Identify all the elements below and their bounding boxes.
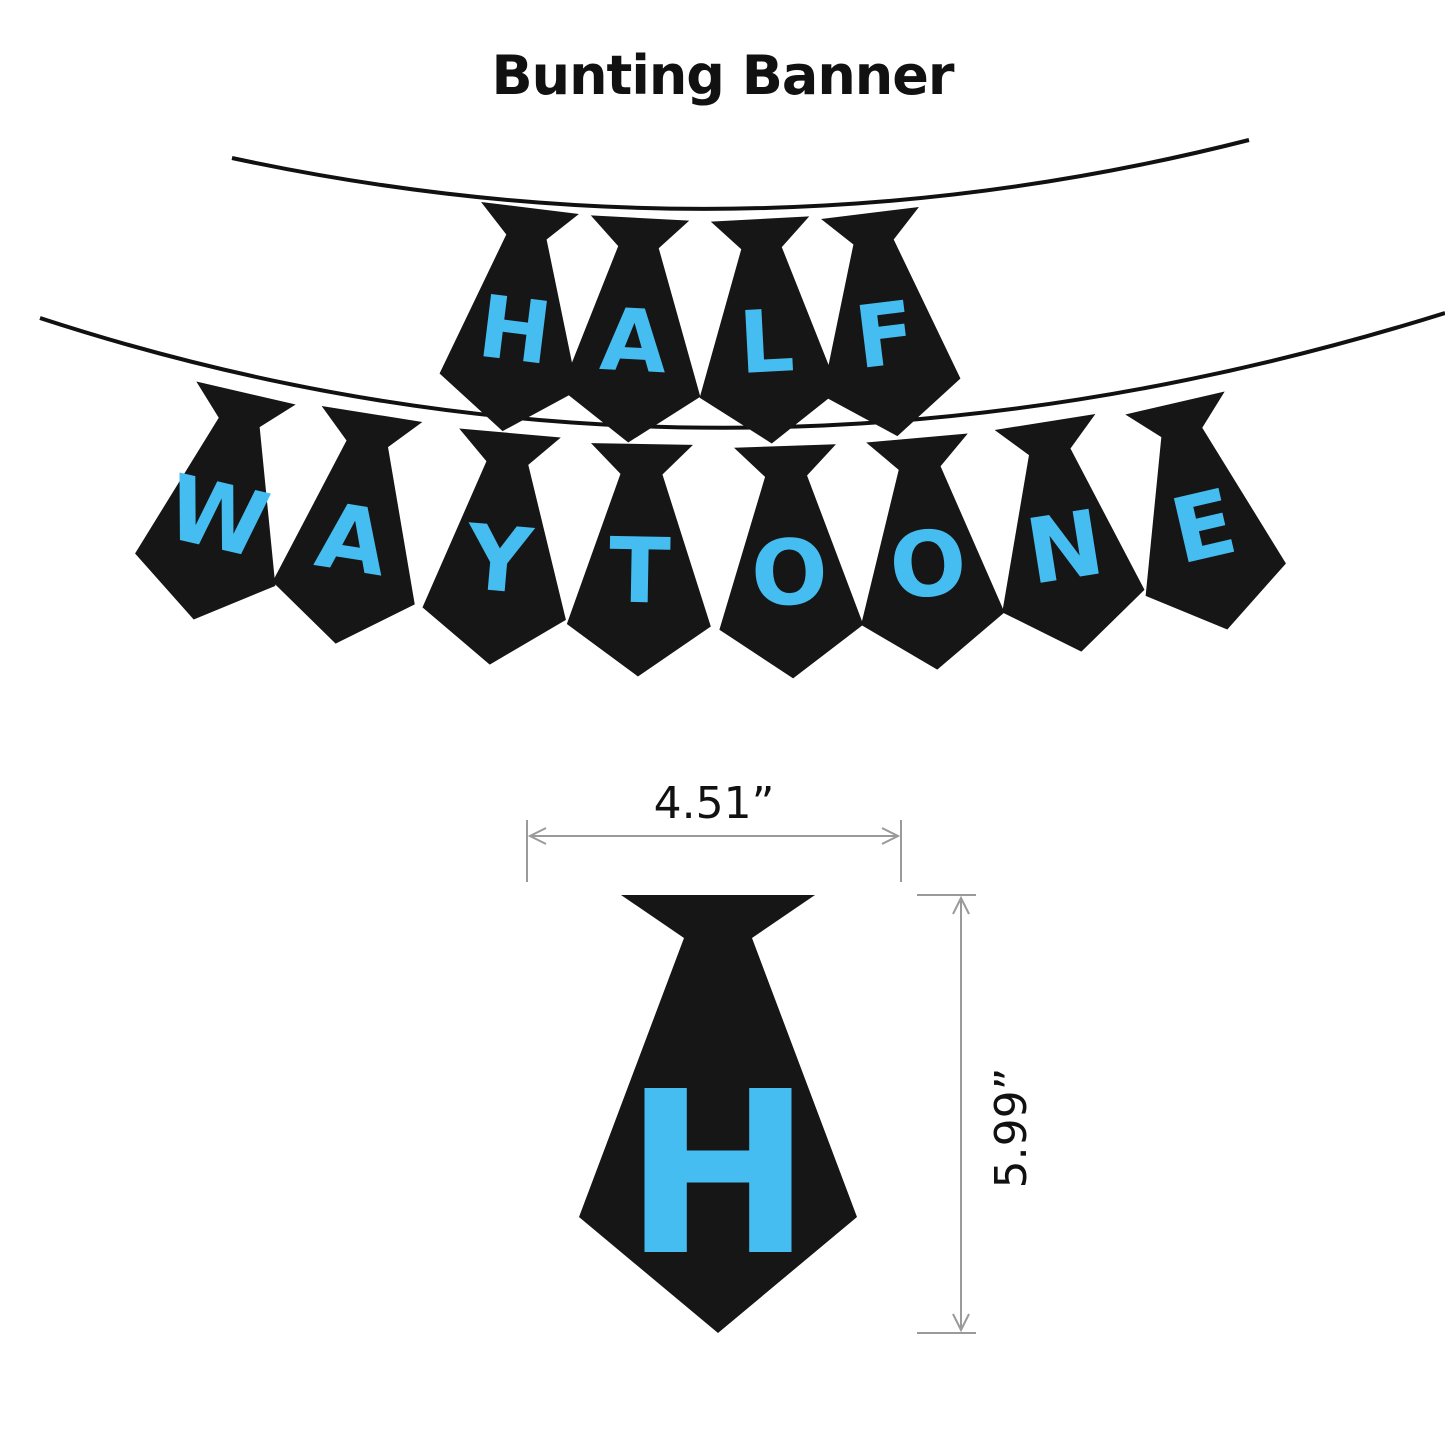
half-pennant-letter: A	[598, 290, 670, 393]
banner-string-top	[231, 138, 1250, 211]
tie-pennant-detail: H	[579, 895, 857, 1333]
way-to-one-pennant-shape	[861, 433, 1005, 670]
half-pennant-shape	[561, 215, 701, 443]
way-to-one-pennant-letter: N	[1020, 490, 1111, 605]
way-to-one-pennant-shape	[1125, 391, 1286, 630]
half-pennant-letter: L	[736, 291, 796, 394]
way-to-one-pennant-shape	[994, 414, 1145, 652]
way-to-one-pennant-shape	[719, 444, 864, 679]
detail-tie-letter: H	[624, 1044, 812, 1306]
half-pennant-shape	[699, 216, 839, 444]
half-pennant-2: A	[561, 215, 701, 443]
way-to-one-pennant-shape	[135, 381, 296, 620]
half-pennant-shape	[439, 201, 579, 432]
way-to-one-pennant-letter: O	[749, 520, 829, 628]
width-label: 4.51”	[654, 778, 775, 829]
way-to-one-pennant-letter: A	[309, 483, 395, 598]
height-dimension: 5.99”	[917, 894, 1037, 1334]
way-to-one-pennant-shape	[272, 406, 423, 644]
page-title: Bunting Banner	[491, 44, 954, 107]
way-to-one-pennant-letter: O	[885, 509, 970, 620]
half-pennant-letter: H	[473, 277, 557, 385]
detail-tie-shape	[579, 895, 857, 1333]
half-pennant-letter: F	[850, 283, 920, 389]
way-to-one-pennant-letter: W	[157, 455, 277, 580]
half-pennant-shape	[821, 206, 961, 437]
way-to-one-pennant-shape	[566, 443, 711, 677]
width-dimension: 4.51”	[526, 778, 902, 882]
way-to-one-pennant-8: E	[1125, 391, 1286, 630]
way-to-one-pennant-letter: Y	[461, 505, 538, 616]
way-to-one-pennant-3: Y	[422, 428, 566, 665]
half-pennant-4: F	[821, 206, 961, 437]
way-to-one-pennant-shape	[422, 428, 566, 665]
half-pennant-1: H	[439, 201, 579, 432]
way-to-one-pennant-1: W	[135, 381, 296, 620]
height-label: 5.99”	[986, 1068, 1037, 1189]
way-to-one-pennant-7: N	[994, 414, 1145, 652]
way-to-one-pennant-2: A	[272, 406, 423, 644]
way-to-one-pennant-5: O	[719, 444, 864, 679]
way-to-one-pennant-letter: T	[608, 519, 671, 625]
banner-string-bottom	[39, 311, 1445, 430]
half-pennant-3: L	[699, 216, 839, 444]
way-to-one-pennant-6: O	[861, 433, 1005, 670]
way-to-one-pennant-4: T	[566, 443, 711, 677]
